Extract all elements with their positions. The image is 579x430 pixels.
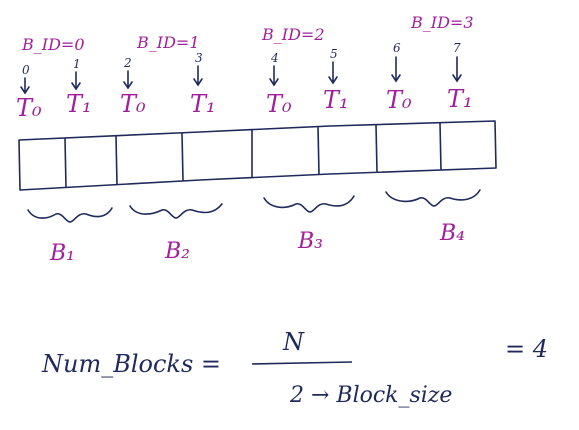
block-braces bbox=[27, 189, 481, 223]
array-cell-divider bbox=[64, 137, 67, 189]
array-cell-divider bbox=[375, 124, 378, 173]
thread-index-3: 3 bbox=[195, 51, 203, 65]
array-cell-dividers bbox=[64, 122, 442, 189]
formula-result: = 4 bbox=[505, 335, 548, 363]
thread-index-numbers: 0 1 2 3 4 5 6 7 bbox=[22, 41, 461, 77]
block-id-label-2: B_ID=2 bbox=[261, 25, 325, 44]
thread-index-7: 7 bbox=[453, 41, 461, 55]
down-arrow-icon bbox=[20, 77, 30, 95]
thread-label-7: T₁ bbox=[447, 85, 473, 113]
array-outline bbox=[18, 120, 497, 191]
thread-label-5: T₁ bbox=[323, 86, 349, 114]
down-arrow-icon bbox=[328, 61, 338, 85]
down-arrow-icon bbox=[269, 65, 279, 87]
thread-label-2: T₀ bbox=[120, 90, 146, 118]
block-id-label-1: B_ID=1 bbox=[136, 33, 200, 52]
thread-index-4: 4 bbox=[270, 51, 279, 65]
down-arrow-icon bbox=[123, 70, 133, 90]
block-id-label-0: B_ID=0 bbox=[21, 35, 85, 54]
thread-index-1: 1 bbox=[73, 57, 81, 71]
block-label-3: B₃ bbox=[297, 229, 323, 254]
array-cell-divider bbox=[115, 135, 118, 186]
block-label-2: B₂ bbox=[164, 239, 190, 264]
array-cell-divider bbox=[439, 122, 442, 171]
brace-block-2 bbox=[129, 203, 223, 219]
thread-labels: T₀ T₁ T₀ T₁ T₀ T₁ T₀ T₁ bbox=[16, 85, 473, 122]
down-arrow-icon bbox=[71, 71, 81, 91]
brace-block-1 bbox=[27, 207, 113, 223]
block-id-labels: B_ID=0 B_ID=1 B_ID=2 B_ID=3 bbox=[21, 13, 474, 54]
thread-index-0: 0 bbox=[22, 63, 30, 77]
block-labels: B₁ B₂ B₃ B₄ bbox=[49, 221, 465, 266]
thread-label-1: T₁ bbox=[66, 90, 92, 118]
formula-numerator: N bbox=[282, 328, 305, 356]
down-arrow-icon bbox=[193, 65, 203, 87]
thread-index-2: 2 bbox=[123, 56, 132, 70]
brace-block-3 bbox=[263, 195, 355, 213]
thread-label-6: T₀ bbox=[386, 86, 412, 114]
thread-arrows bbox=[20, 56, 462, 95]
array-cell-divider bbox=[181, 132, 184, 182]
thread-label-0: T₀ bbox=[16, 94, 42, 122]
thread-label-3: T₁ bbox=[190, 90, 216, 118]
down-arrow-icon bbox=[452, 56, 462, 83]
block-label-1: B₁ bbox=[49, 241, 75, 266]
block-id-label-3: B_ID=3 bbox=[410, 13, 474, 32]
memory-array bbox=[18, 120, 497, 191]
formula-denominator: 2 → Block_size bbox=[289, 383, 452, 408]
array-cell-divider bbox=[317, 126, 320, 176]
formula-lhs: Num_Blocks = bbox=[41, 350, 221, 378]
block-label-4: B₄ bbox=[439, 221, 465, 246]
thread-label-4: T₀ bbox=[266, 90, 292, 118]
thread-index-6: 6 bbox=[393, 41, 401, 55]
formula: Num_Blocks = N 2 → Block_size = 4 bbox=[41, 328, 548, 408]
fraction-bar bbox=[251, 361, 353, 365]
brace-block-4 bbox=[385, 189, 481, 207]
thread-index-5: 5 bbox=[330, 47, 338, 61]
down-arrow-icon bbox=[391, 56, 401, 83]
